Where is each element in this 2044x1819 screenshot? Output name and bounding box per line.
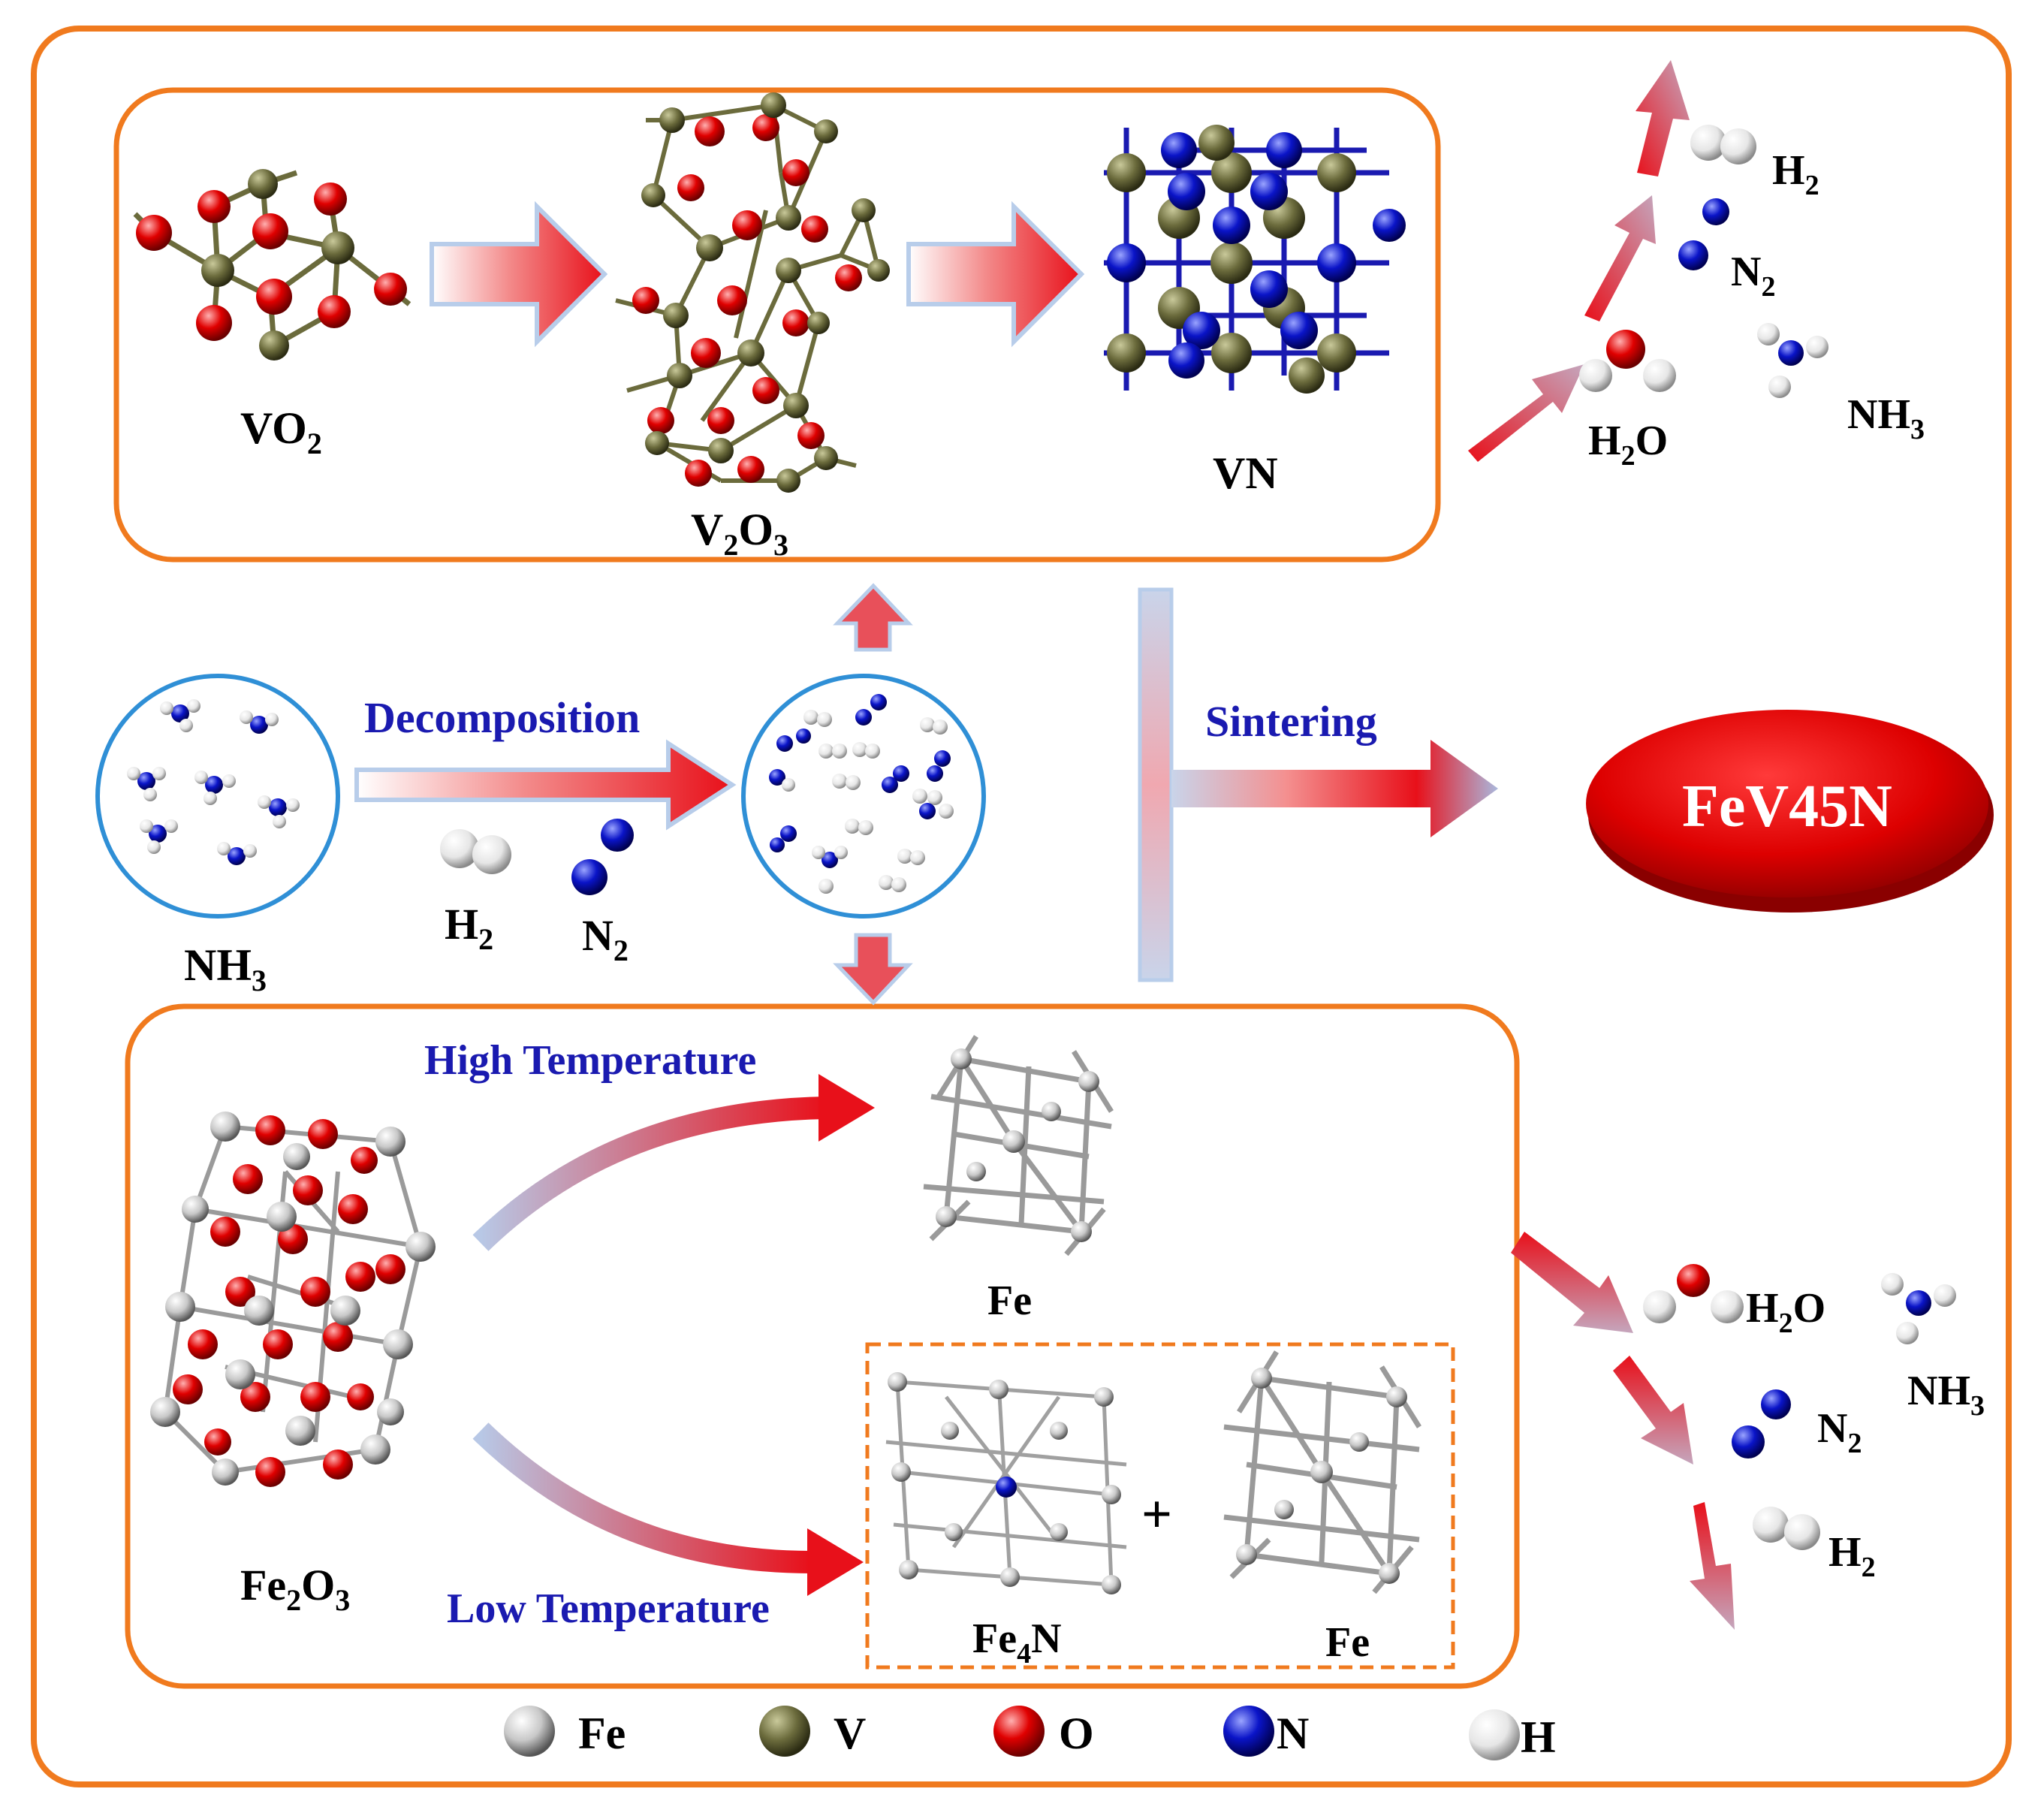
- fe4n-atoms: [888, 1372, 1121, 1594]
- label-bottom-nh3: NH3: [1907, 1368, 1985, 1422]
- nh3-circle: [95, 674, 340, 919]
- fe-lattice-high-temp-atoms: [936, 1048, 1099, 1242]
- low-temp-curve-arrow: [472, 1422, 812, 1573]
- label-vo2: VO2: [240, 403, 322, 460]
- label-high-temperature: High Temperature: [424, 1037, 756, 1084]
- bottom-nh3-molecule: [1881, 1273, 1956, 1344]
- label-nh3-left: NH3: [184, 940, 267, 997]
- legend-n-swatch: [1223, 1706, 1274, 1757]
- label-fe4n: Fe4N: [972, 1615, 1062, 1670]
- legend-fe-label: Fe: [578, 1709, 626, 1758]
- label-fe2o3: Fe2O3: [240, 1561, 350, 1617]
- arrow-up-to-vanadium: [833, 583, 913, 652]
- label-bottom-h2: H2: [1828, 1529, 1876, 1583]
- bottom-n2-molecule: [1732, 1389, 1791, 1459]
- label-decomposition: Decomposition: [364, 693, 640, 742]
- label-v2o3: V2O3: [691, 505, 788, 562]
- top-nh3-molecule: [1757, 323, 1828, 398]
- label-top-h2: H2: [1772, 147, 1819, 201]
- bottom-h2o-molecule: [1643, 1264, 1744, 1323]
- low-temp-products-box: [865, 1342, 1455, 1670]
- sintering-arrow: [1171, 740, 1498, 837]
- legend-v-swatch: [759, 1706, 810, 1757]
- label-top-h2o: H2O: [1588, 418, 1668, 472]
- product-ellipse: [1586, 710, 1988, 897]
- bottom-gas-release-arrows: [1511, 1232, 1735, 1630]
- arrow-down-to-iron: [833, 933, 913, 1006]
- outer-frame: [31, 26, 2012, 1787]
- low-temp-arrow-head: [807, 1528, 864, 1596]
- label-sintering: Sintering: [1205, 697, 1377, 746]
- legend-h-label: H: [1521, 1712, 1556, 1762]
- high-temp-curve-arrow: [472, 1097, 827, 1251]
- v2o3-atoms: [632, 92, 890, 493]
- arrow-v2o3-to-vn: [906, 201, 1085, 348]
- vo2-atoms: [136, 169, 407, 360]
- legend-h-swatch: [1469, 1709, 1520, 1760]
- decomposed-gas-circle: [741, 674, 986, 919]
- high-temp-arrow-head: [819, 1074, 875, 1142]
- mid-h2-molecule: [440, 829, 511, 874]
- legend-fe-swatch: [504, 1706, 555, 1757]
- top-h2-molecule: [1690, 125, 1756, 164]
- label-bottom-h2o: H2O: [1746, 1285, 1825, 1339]
- sintering-bar: [1138, 587, 1174, 982]
- vanadium-panel: [113, 87, 1441, 563]
- label-top-nh3: NH3: [1847, 391, 1925, 445]
- label-mid-h2: H2: [445, 900, 493, 956]
- nh3-molecules: [127, 699, 300, 865]
- legend-o-swatch: [993, 1706, 1045, 1757]
- fe-lattice-low-temp-atoms: [1236, 1368, 1407, 1584]
- vn-atoms: [1107, 125, 1406, 394]
- decomposition-arrow: [354, 739, 737, 831]
- vo2-structure: [133, 170, 412, 348]
- legend-o-label: O: [1059, 1709, 1094, 1758]
- mid-n2-molecule: [571, 819, 634, 895]
- bottom-h2-molecule: [1753, 1507, 1820, 1550]
- label-vn: VN: [1213, 448, 1278, 498]
- arrow-vo2-to-v2o3: [430, 201, 608, 348]
- fe2o3-atoms: [150, 1112, 436, 1487]
- fe-lattice-high-temp: [923, 1035, 1114, 1256]
- label-product: FeV45N: [1682, 774, 1892, 840]
- top-n2-molecule: [1678, 198, 1729, 270]
- top-h2o-molecule: [1579, 330, 1676, 392]
- label-top-n2: N2: [1731, 249, 1775, 303]
- iron-panel: [125, 1003, 1520, 1689]
- legend-n-label: N: [1277, 1709, 1309, 1758]
- plus-sign: +: [1141, 1484, 1172, 1544]
- atom-legend: Fe V O N H: [504, 1706, 1556, 1762]
- label-mid-n2: N2: [582, 911, 629, 967]
- label-bottom-n2: N2: [1817, 1405, 1862, 1459]
- label-fe-low-temp: Fe: [1325, 1619, 1370, 1666]
- top-gas-release-arrows: [1468, 60, 1690, 462]
- label-fe-high-temp: Fe: [987, 1278, 1032, 1324]
- decomposed-gas-molecules: [769, 694, 954, 894]
- label-low-temperature: Low Temperature: [447, 1585, 770, 1632]
- legend-v-label: V: [834, 1709, 866, 1758]
